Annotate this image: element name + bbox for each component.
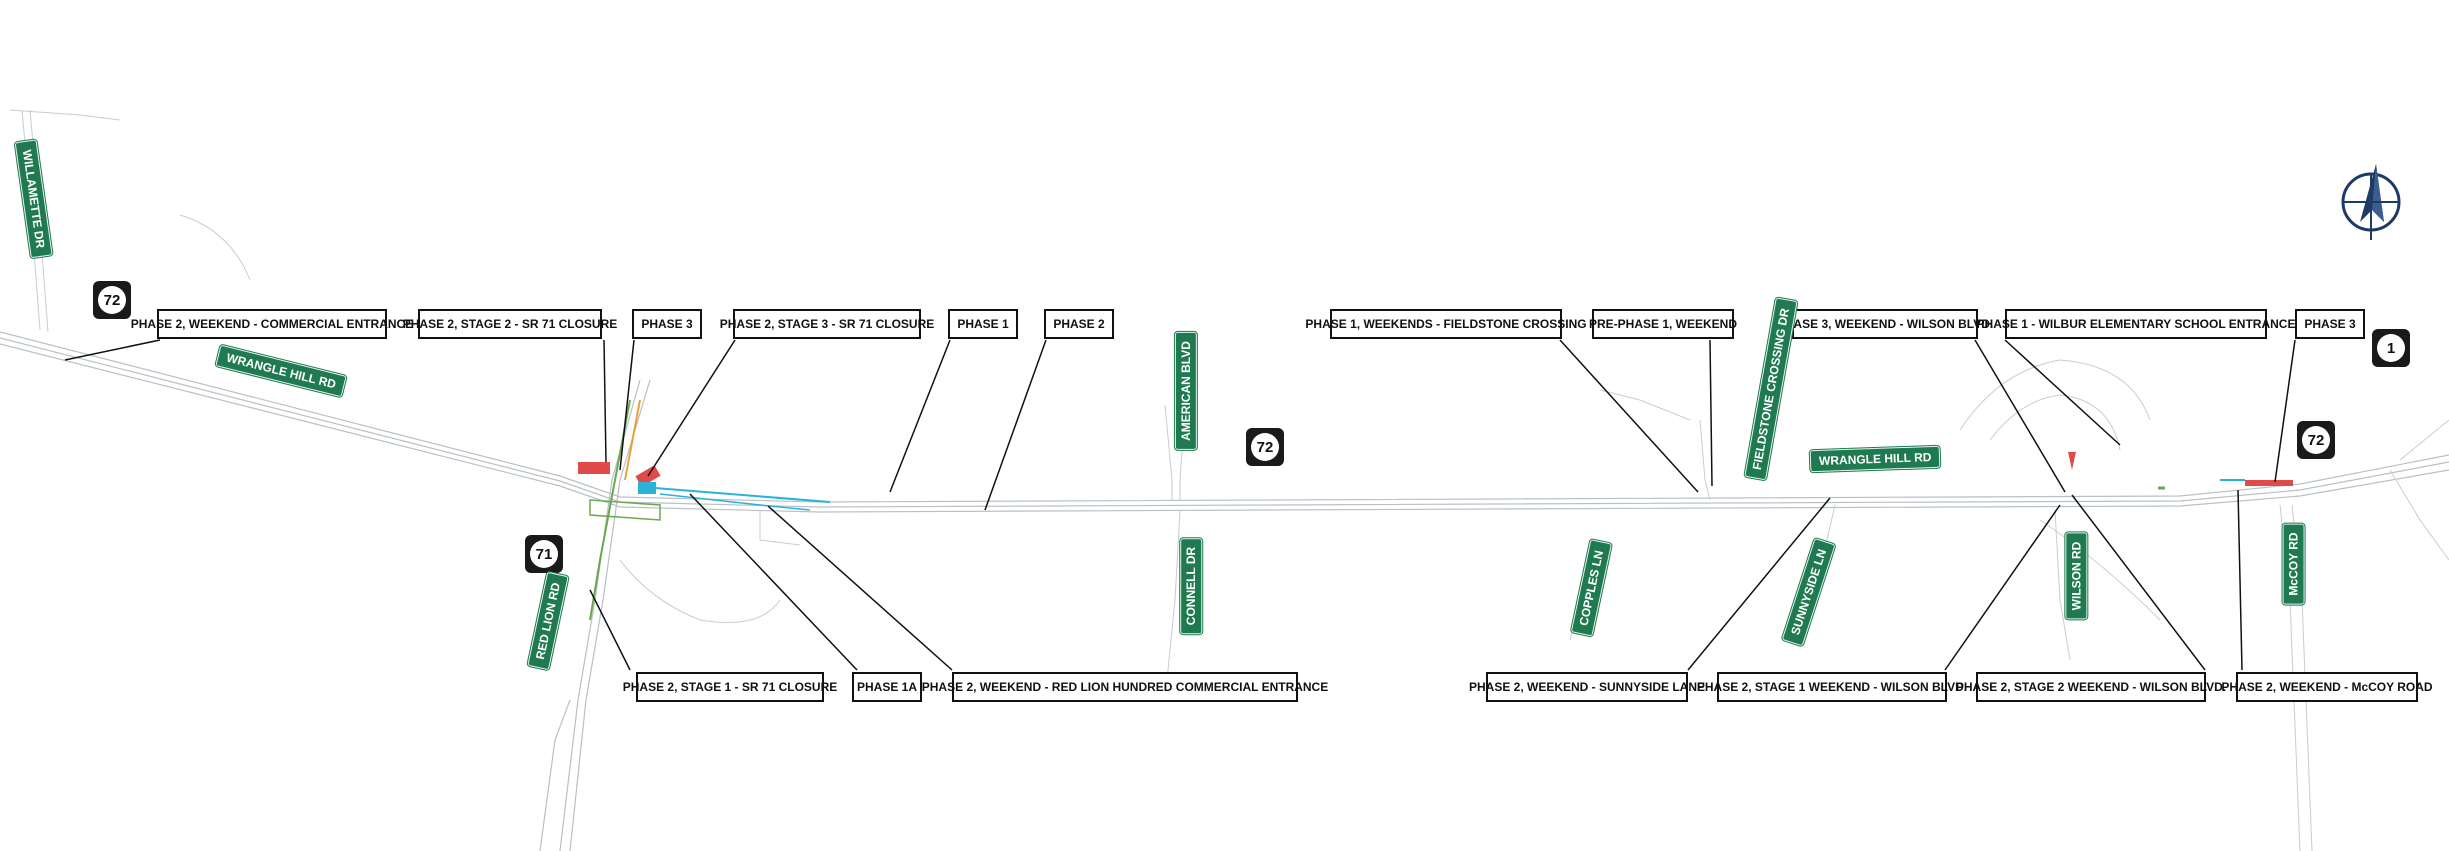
callout-phase3-wilson: PHASE 3, WEEKEND - WILSON BLVD.	[1777, 309, 1993, 339]
callout-phase3-east: PHASE 3	[2295, 309, 2365, 339]
callout-sunnyside: PHASE 2, WEEKEND - SUNNYSIDE LANE	[1469, 672, 1705, 702]
route-1-shield: 1	[2372, 329, 2410, 367]
callout-phase3-west: PHASE 3	[632, 309, 702, 339]
callout-phase1a: PHASE 1A	[852, 672, 922, 702]
detour-zone-1	[638, 482, 656, 494]
callout-phase2-stage1: PHASE 2, STAGE 1 - SR 71 CLOSURE	[623, 672, 837, 702]
side-roads	[9, 109, 2449, 851]
work-zone-overlays	[578, 399, 2293, 621]
closure-zone-1	[578, 462, 610, 474]
route-72-shield-east: 72	[2297, 421, 2335, 459]
callout-mccoy: PHASE 2, WEEKEND - McCOY ROAD	[2221, 672, 2433, 702]
street-sign-mccoy: McCOY RD	[2282, 523, 2305, 605]
street-sign-wilson: WILSON RD	[2065, 532, 2088, 620]
callout-school-entrance: PHASE 1 - WILBUR ELEMENTARY SCHOOL ENTRA…	[1977, 309, 2295, 339]
north-arrow-icon	[2341, 164, 2401, 240]
callout-phase2-stage3: PHASE 2, STAGE 3 - SR 71 CLOSURE	[720, 309, 934, 339]
callout-phase2-stage2: PHASE 2, STAGE 2 - SR 71 CLOSURE	[403, 309, 617, 339]
closure-marker	[2068, 452, 2076, 470]
route-72-shield-west: 72	[93, 281, 131, 319]
route-72-shield-center: 72	[1246, 428, 1284, 466]
street-sign-american: AMERICAN BLVD	[1174, 332, 1197, 450]
street-sign-wrangle-hill-east: WRANGLE HILL RD	[1809, 445, 1941, 473]
callout-fieldstone-weekends: PHASE 1, WEEKENDS - FIELDSTONE CROSSING	[1305, 309, 1587, 339]
callout-pre-phase1: PRE-PHASE 1, WEEKEND	[1589, 309, 1737, 339]
callout-commercial-entrance: PHASE 2, WEEKEND - COMMERCIAL ENTRANCE	[131, 309, 413, 339]
callout-red-lion-hundred: PHASE 2, WEEKEND - RED LION HUNDRED COMM…	[922, 672, 1328, 702]
callout-phase1: PHASE 1	[948, 309, 1018, 339]
leader-lines	[64, 339, 2296, 671]
callout-wilson-stage1: PHASE 2, STAGE 1 WEEKEND - WILSON BLVD.	[1697, 672, 1967, 702]
main-road	[0, 331, 2449, 513]
closure-zone-3	[2245, 480, 2293, 486]
route-71-shield: 71	[525, 535, 563, 573]
callout-phase2: PHASE 2	[1044, 309, 1114, 339]
callout-wilson-stage2: PHASE 2, STAGE 2 WEEKEND - WILSON BLVD.	[1956, 672, 2226, 702]
street-sign-connell: CONNELL DR	[1180, 537, 1203, 635]
